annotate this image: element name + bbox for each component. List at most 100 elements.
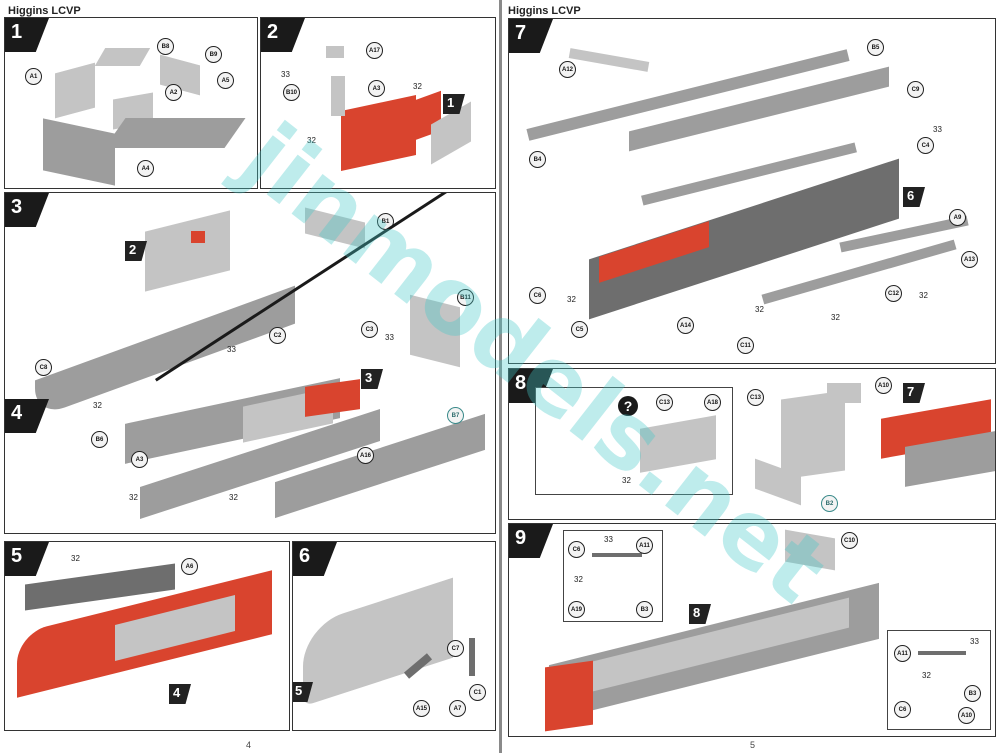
page-title-left: Higgins LCVP <box>8 5 81 17</box>
paint-32: 32 <box>129 493 138 502</box>
part-red-detail <box>191 231 205 243</box>
ref-step-5: 5 <box>293 682 313 702</box>
callout-a7: A7 <box>449 700 466 717</box>
paint-32: 32 <box>574 575 583 584</box>
callout-c7: C7 <box>447 640 464 657</box>
part-a3 <box>331 76 345 116</box>
step-number: 2 <box>261 18 305 52</box>
step-1-panel: 1 A1 B8 B9 A2 A5 A4 <box>4 17 258 189</box>
callout-b7: B7 <box>447 407 464 424</box>
callout-a13: A13 <box>961 251 978 268</box>
right-page: Higgins LCVP 7 A12 B5 C9 B4 C4 A9 A13 C6… <box>502 0 1000 753</box>
part-c10 <box>785 529 835 571</box>
ref-step-3: 3 <box>361 369 383 389</box>
callout-a3: A3 <box>131 451 148 468</box>
callout-c13b: C13 <box>747 389 764 406</box>
gun-barrel-2 <box>918 651 966 655</box>
paint-32: 32 <box>413 82 422 91</box>
callout-c5: C5 <box>571 321 588 338</box>
step-number: 7 <box>509 19 553 53</box>
detail-inset-gun-2: A11 B3 C6 A10 33 32 <box>887 630 991 730</box>
paint-32: 32 <box>71 554 80 563</box>
callout-a14: A14 <box>677 317 694 334</box>
callout-c1: C1 <box>469 684 486 701</box>
callout-c9: C9 <box>907 81 924 98</box>
callout-b9: B9 <box>205 46 222 63</box>
callout-a16: A16 <box>357 447 374 464</box>
callout-a15: A15 <box>413 700 430 717</box>
step-6-panel: 6 C7 A15 A7 C1 5 <box>292 541 496 731</box>
part-ramp-door <box>781 390 845 480</box>
callout-c8: C8 <box>35 359 52 376</box>
callout-b6: B6 <box>91 431 108 448</box>
step-5-panel: 5 A6 32 4 <box>4 541 290 731</box>
callout-b3: B3 <box>636 601 653 618</box>
paint-32: 32 <box>755 305 764 314</box>
callout-a1: A1 <box>25 68 42 85</box>
step-4-number: 4 <box>5 399 49 433</box>
callout-b4: B4 <box>529 151 546 168</box>
part-a10 <box>827 383 861 403</box>
step-number: 5 <box>5 542 49 576</box>
paint-33: 33 <box>227 345 236 354</box>
callout-c6: C6 <box>529 287 546 304</box>
step-9-panel: 9 C6 A11 A19 B3 33 32 C10 A11 B3 C6 A10 <box>508 523 996 737</box>
part-top <box>94 48 151 66</box>
callout-c10: C10 <box>841 532 858 549</box>
callout-a3: A3 <box>368 80 385 97</box>
callout-a18: A18 <box>704 394 721 411</box>
paint-33: 33 <box>604 535 613 544</box>
step-3-number: 3 <box>5 193 49 227</box>
callout-a10: A10 <box>875 377 892 394</box>
paint-33: 33 <box>281 70 290 79</box>
page-spine <box>499 0 503 753</box>
callout-a4: A4 <box>137 160 154 177</box>
part-red-ramp <box>305 379 360 417</box>
left-page: Higgins LCVP 1 A1 B8 B9 A2 A5 A4 2 A17 <box>4 5 496 750</box>
paint-32: 32 <box>622 476 631 485</box>
callout-a19: A19 <box>568 601 585 618</box>
callout-c6: C6 <box>568 541 585 558</box>
callout-c11: C11 <box>737 337 754 354</box>
part-b7 <box>275 413 485 519</box>
ref-step-2: 2 <box>125 241 147 261</box>
callout-a5: A5 <box>217 72 234 89</box>
ref-step-1: 1 <box>443 94 465 114</box>
part-hull-bottom <box>303 577 453 707</box>
callout-b3: B3 <box>964 685 981 702</box>
callout-c13: C13 <box>656 394 673 411</box>
gun-barrel <box>592 553 642 557</box>
paint-33: 33 <box>933 125 942 134</box>
callout-a17: A17 <box>366 42 383 59</box>
callout-a11: A11 <box>894 645 911 662</box>
paint-33: 33 <box>970 637 979 646</box>
callout-c2: C2 <box>269 327 286 344</box>
page-number-left: 4 <box>246 740 252 750</box>
callout-c6: C6 <box>894 701 911 718</box>
part-c13-frame <box>640 415 716 473</box>
callout-a9: A9 <box>949 209 966 226</box>
page-title-right: Higgins LCVP <box>508 5 581 17</box>
part-cabin <box>145 210 230 292</box>
callout-a11: A11 <box>636 537 653 554</box>
step-2-panel: 2 A17 A3 B10 33 32 32 1 <box>260 17 496 189</box>
step-3-4-panel: 3 B1 C8 2 4 C2 C3 B11 B6 A3 A16 B7 33 33 <box>4 192 496 534</box>
part-a1 <box>55 62 95 119</box>
callout-b11: B11 <box>457 289 474 306</box>
callout-c3: C3 <box>361 321 378 338</box>
ref-step-8: 8 <box>689 604 711 624</box>
paint-32: 32 <box>229 493 238 502</box>
paint-32: 32 <box>307 136 316 145</box>
part-a4 <box>43 118 115 186</box>
question-icon: ? <box>618 396 638 416</box>
ref-step-6: 6 <box>903 187 925 207</box>
callout-a10: A10 <box>958 707 975 724</box>
part-b11 <box>410 294 460 368</box>
part-a17 <box>326 46 344 58</box>
ref-step-4: 4 <box>169 684 191 704</box>
detail-inset: ? C13 A18 32 <box>535 387 733 495</box>
callout-a12: A12 <box>559 61 576 78</box>
step-7-panel: 7 A12 B5 C9 B4 C4 A9 A13 C6 C12 C5 A14 C… <box>508 18 996 364</box>
callout-b2: B2 <box>821 495 838 512</box>
part-rudder <box>469 638 475 676</box>
